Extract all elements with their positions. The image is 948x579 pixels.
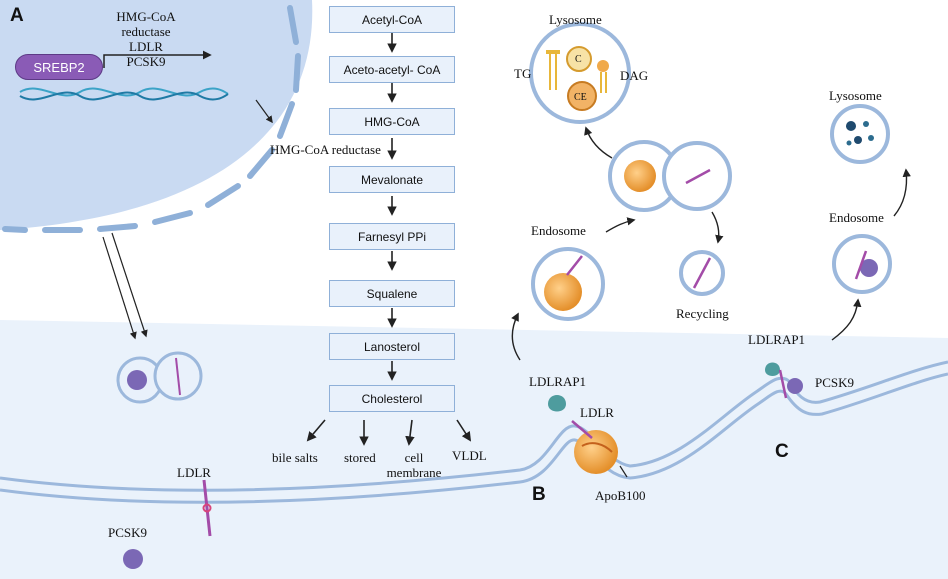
fusing-endosome (608, 140, 732, 212)
ldlrap1-c-label: LDLRAP1 (748, 332, 806, 347)
gene-pcsk9: PCSK9 (126, 54, 166, 69)
step-cholesterol: Cholesterol (329, 385, 455, 412)
plasma-membrane (0, 360, 948, 504)
lysosome-right-label: Lysosome (829, 88, 882, 103)
apob100-label: ApoB100 (595, 488, 646, 503)
dna-helix (19, 87, 229, 101)
ldlrap1-b-label: LDLRAP1 (529, 374, 587, 389)
panel-b-label: B (532, 484, 546, 505)
fate-cell-membrane: cell membrane (386, 450, 442, 480)
vesicle-pair (116, 351, 203, 404)
enzyme-label: HMG-CoA reductase (270, 142, 381, 157)
pcsk9-complex (765, 362, 803, 399)
endosome-right-label: Endosome (829, 210, 884, 225)
cytoplasm (0, 320, 948, 579)
lysosome-right (830, 104, 890, 164)
pcsk9-free-label: PCSK9 (108, 525, 148, 540)
step-acetoacetyl-coa: Aceto-acetyl- CoA (329, 56, 455, 83)
fate-bile-salts: bile salts (272, 450, 318, 465)
ldlr-surface-label: LDLR (177, 465, 211, 480)
endosome-right (832, 234, 892, 294)
nuclear-envelope (2, 5, 301, 233)
step-lanosterol: Lanosterol (329, 333, 455, 360)
fate-stored: stored (344, 450, 376, 465)
step-squalene: Squalene (329, 280, 455, 307)
endosome-left-label: Endosome (531, 223, 586, 238)
pcsk9-c-label: PCSK9 (815, 375, 855, 390)
target-genes: HMG-CoA reductase LDLR PCSK9 (96, 9, 196, 69)
fate-arrows (306, 419, 472, 446)
trafficking-arrows (511, 126, 911, 361)
gene-ldlr: LDLR (129, 39, 163, 54)
lysosome-top-label: Lysosome (549, 12, 602, 27)
step-mevalonate: Mevalonate (329, 166, 455, 193)
dag-label: DAG (620, 68, 649, 83)
panel-c-label: C (775, 441, 789, 462)
srebp2-factor: SREBP2 (15, 54, 103, 80)
endosome-left (531, 247, 605, 321)
panel-a-label: A (10, 5, 24, 26)
recycling-label: Recycling (676, 306, 729, 321)
ce-label: CE (574, 92, 587, 103)
step-farnesyl-ppi: Farnesyl PPi (329, 223, 455, 250)
tg-label: TG (514, 66, 532, 81)
gene-hmgcr: HMG-CoA reductase (116, 9, 176, 39)
c-label: C (575, 54, 582, 65)
fate-vldl: VLDL (452, 448, 487, 463)
recycling-endosome (679, 250, 725, 296)
ldlr-b-label: LDLR (580, 405, 614, 420)
ldl-receptor-complex (548, 395, 628, 478)
lysosome-top (529, 22, 631, 124)
step-acetyl-coa: Acetyl-CoA (329, 6, 455, 33)
step-hmg-coa: HMG-CoA (329, 108, 455, 135)
